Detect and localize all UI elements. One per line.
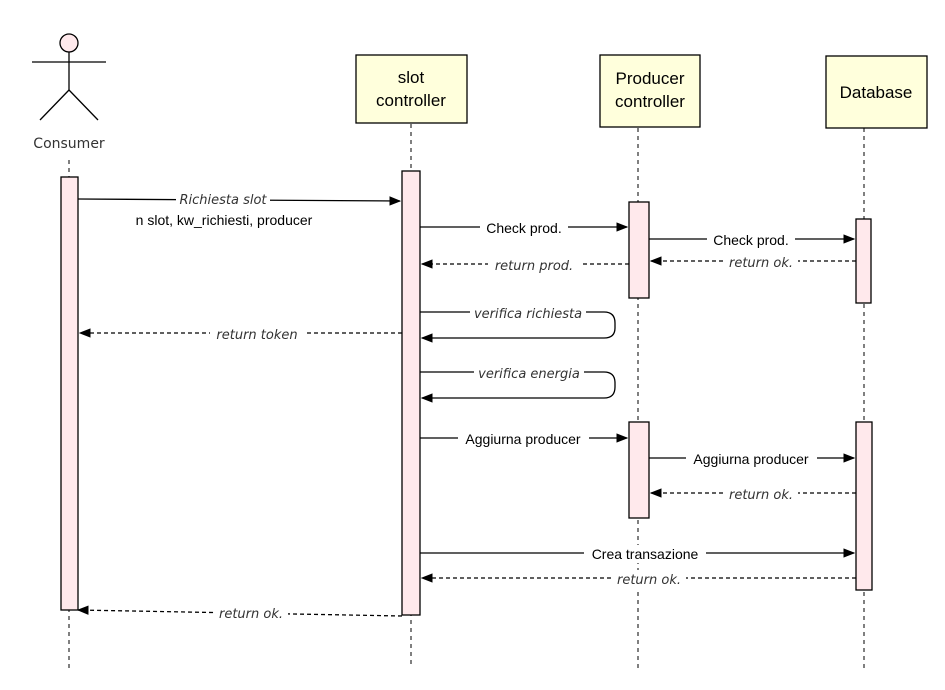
consumer-actor: Consumer (32, 33, 106, 152)
check-prod-1-label: Check prod. (486, 220, 561, 236)
message-return-ok-1: return ok. (649, 253, 856, 271)
slot-controller-activation (401, 170, 421, 616)
check-prod-2-label: Check prod. (713, 232, 788, 248)
verifica-energia-label: verifica energia (478, 367, 580, 382)
crea-transazione-label: Crea transazione (592, 546, 699, 562)
return-prod-label: return prod. (495, 259, 573, 274)
message-crea-transazione: Crea transazione (420, 545, 856, 563)
database-activation-2 (855, 421, 873, 591)
message-return-token: return token (78, 325, 402, 343)
consumer-activation (60, 176, 79, 611)
return-ok-2-label: return ok. (729, 488, 793, 503)
message-verifica-richiesta: verifica richiesta (420, 304, 616, 343)
database-activation-1 (855, 218, 872, 304)
message-richiesta-slot: Richiesta slot n slot, kw_richiesti, pro… (77, 190, 402, 228)
slot-controller-header: slot controller (355, 54, 468, 124)
actor-head-icon (59, 33, 79, 53)
aggiorna-producer-1-label: Aggiurna producer (465, 431, 581, 447)
consumer-label: Consumer (33, 136, 105, 152)
slot-controller-label-line2: controller (376, 91, 446, 110)
producer-controller-activation-1 (628, 201, 650, 299)
message-return-prod: return prod. (420, 256, 629, 274)
producer-controller-activation-2 (628, 421, 650, 519)
message-aggiorna-producer-2: Aggiurna producer (649, 450, 856, 468)
message-verifica-energia: verifica energia (420, 364, 616, 403)
message-check-prod-1: Check prod. (420, 219, 629, 237)
richiesta-slot-label: Richiesta slot (179, 193, 267, 208)
return-token-label: return token (216, 328, 297, 343)
verifica-richiesta-label: verifica richiesta (474, 307, 582, 322)
producer-controller-header: Producer controller (599, 54, 701, 128)
producer-controller-label-line2: controller (615, 92, 685, 111)
message-check-prod-2: Check prod. (649, 231, 856, 249)
message-return-ok-3: return ok. (420, 570, 856, 588)
message-return-ok-4: return ok. (76, 605, 403, 623)
database-label: Database (840, 83, 913, 102)
producer-controller-label-line1: Producer (616, 69, 685, 88)
aggiorna-producer-2-label: Aggiurna producer (693, 451, 809, 467)
richiesta-slot-params: n slot, kw_richiesti, producer (136, 212, 313, 228)
slot-controller-label-line1: slot (398, 68, 425, 87)
message-aggiorna-producer-1: Aggiurna producer (420, 430, 629, 448)
return-ok-4-label: return ok. (219, 607, 283, 622)
message-return-ok-2: return ok. (649, 485, 856, 503)
database-header: Database (825, 55, 928, 129)
return-ok-3-label: return ok. (617, 573, 681, 588)
return-ok-1-label: return ok. (729, 256, 793, 271)
